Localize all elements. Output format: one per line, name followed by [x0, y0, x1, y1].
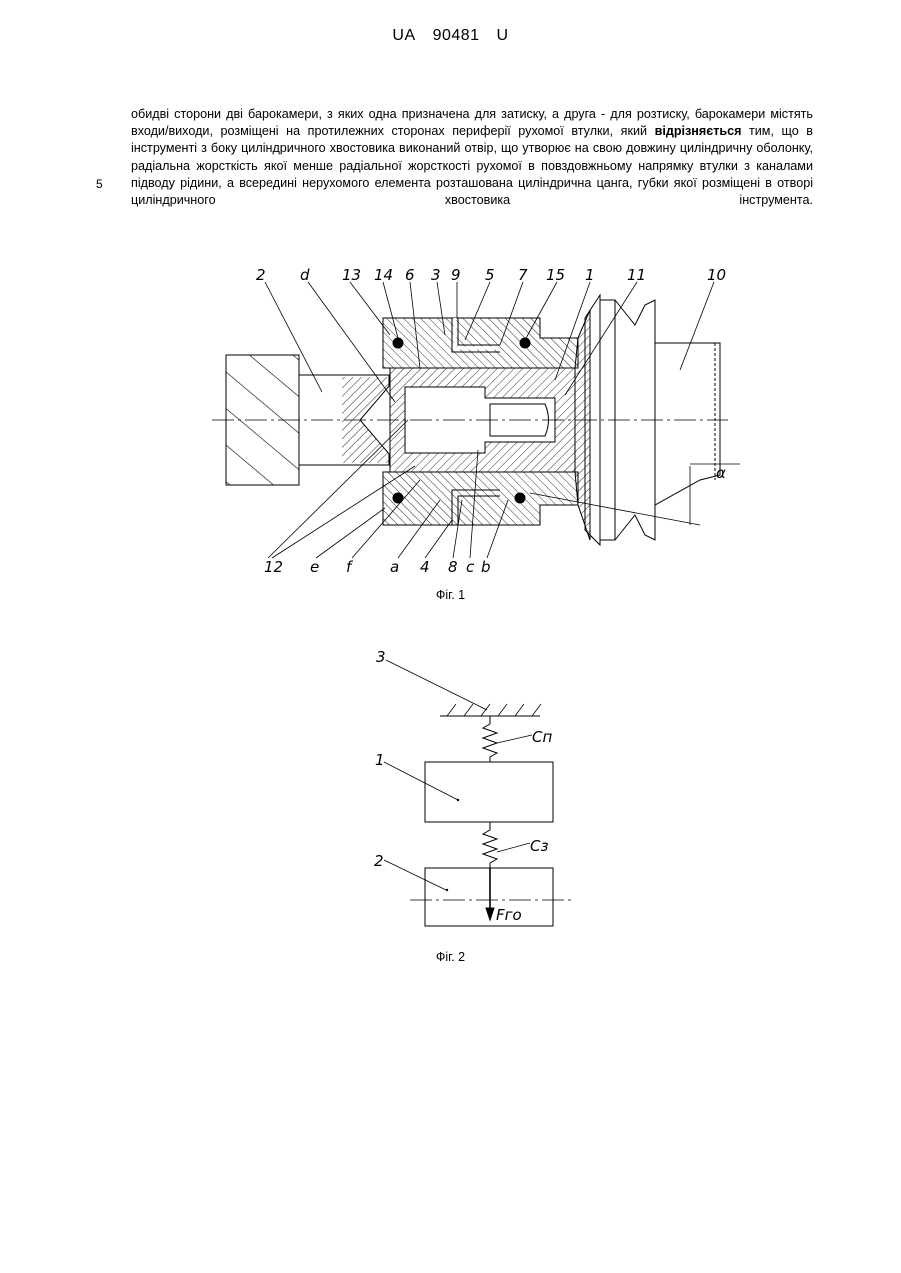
fig1-label-7: 7	[518, 266, 528, 284]
fig1-label-f: f	[346, 558, 354, 576]
leader-1	[384, 762, 458, 800]
fig1-label-12: 12	[264, 558, 283, 576]
fig2-label-cp: Cп	[532, 728, 552, 746]
fig1-label-14: 14	[374, 266, 393, 284]
lower-housing	[383, 472, 578, 525]
leader-cp	[497, 735, 532, 743]
ground-hatch	[447, 704, 541, 716]
spindle-body	[655, 343, 720, 505]
figure-2-drawing	[384, 660, 575, 926]
fig2-label-cz: Cз	[530, 837, 548, 855]
figure-1-drawing	[212, 282, 740, 558]
leader-3	[386, 660, 487, 710]
fig1-label-6: 6	[405, 266, 415, 284]
fig1-label-b: b	[481, 558, 491, 576]
leader-cz	[497, 843, 530, 852]
seal-14-top	[393, 338, 403, 348]
fig1-label-3: 3	[431, 266, 441, 284]
fig1-angle-alpha: α	[716, 464, 726, 482]
fig1-label-c: c	[466, 558, 475, 576]
figure-2-labels: 3 Cп 1 Cз 2 Fго	[374, 648, 552, 924]
fig1-label-a: a	[390, 558, 399, 576]
upper-housing	[383, 318, 578, 368]
leader-2	[384, 860, 446, 890]
fig1-label-e: e	[310, 558, 319, 576]
fig2-label-force: Fго	[496, 906, 522, 924]
seal-15-bottom	[515, 493, 525, 503]
fig2-label-2: 2	[374, 852, 384, 870]
fig1-label-4: 4	[420, 558, 430, 576]
fig1-label-5: 5	[485, 266, 495, 284]
fig1-caption: Фіг. 1	[0, 588, 901, 602]
fig1-label-8: 8	[448, 558, 458, 576]
fig1-label-9: 9	[451, 266, 461, 284]
fig1-label-11: 11	[627, 266, 646, 284]
fig1-label-13: 13	[342, 266, 361, 284]
fig2-caption: Фіг. 2	[0, 950, 901, 964]
force-arrow-head	[486, 908, 494, 920]
fig1-label-2: 2	[256, 266, 266, 284]
spring-cp	[483, 716, 497, 762]
fig1-label-15: 15	[546, 266, 565, 284]
mass-block-1	[425, 762, 553, 822]
fig2-label-3: 3	[376, 648, 386, 666]
fig2-label-1: 1	[375, 751, 385, 769]
fig1-label-1: 1	[585, 266, 595, 284]
fig1-label-d: d	[300, 266, 310, 284]
spring-cz	[483, 822, 497, 868]
fig1-label-10: 10	[707, 266, 726, 284]
